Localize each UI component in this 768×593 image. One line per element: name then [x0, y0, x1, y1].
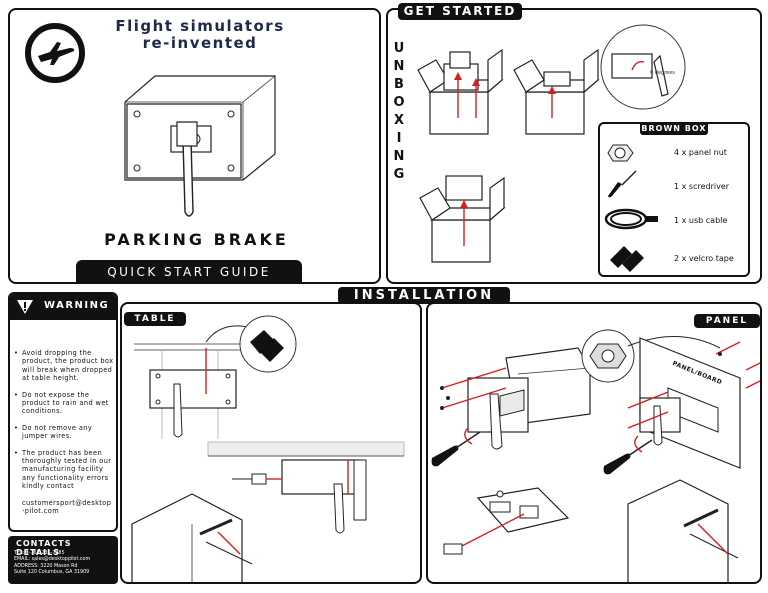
panel-nut-icon	[607, 144, 634, 162]
angle-label: 0 degrees	[650, 70, 675, 76]
hero-panel: Flight simulators re-invented PARKING BR…	[8, 8, 381, 284]
airplane-logo-icon	[25, 23, 85, 83]
unboxing-vertical-label: U N B O X I N G	[393, 41, 405, 182]
usb-cable-icon	[604, 208, 658, 230]
installation-panel-tab[interactable]: PANEL	[694, 314, 760, 328]
brown-box-item-2: 1 x scredriver	[674, 182, 730, 191]
installation-header: INSTALLATION	[338, 287, 510, 304]
quick-start-guide-button[interactable]: QUICK START GUIDE	[76, 260, 302, 282]
table-mount-illustration	[131, 315, 405, 582]
unboxing-step-2-illustration	[513, 48, 600, 135]
panel-mount-illustration	[431, 329, 760, 582]
unboxing-step-1-illustration	[417, 48, 504, 135]
installation-table-panel: TABLE	[120, 302, 422, 584]
product-name: PARKING BRAKE	[104, 230, 289, 249]
velcro-tape-icon	[610, 246, 644, 272]
hero-title: Flight simulators re-invented	[90, 18, 310, 52]
contacts-lines: TEL: 1-762-235-7285 EMAIL: sales@desktop…	[14, 551, 91, 576]
warning-item: •Do not remove any jumper wires.	[14, 423, 93, 441]
warning-list: •Avoid dropping the product, the product…	[14, 349, 114, 516]
warning-email[interactable]: customersport@desktop-pilot.com	[22, 498, 112, 516]
brown-box-header: BROWN BOX	[640, 122, 708, 135]
brown-box-item-3: 1 x usb cable	[674, 216, 728, 225]
warning-header: WARNING	[44, 300, 110, 311]
warning-panel: WARNING •Avoid dropping the product, the…	[8, 292, 118, 532]
screwdriver-icon	[608, 170, 637, 198]
contacts-header: CONTACTS DETAILS	[16, 539, 72, 557]
brown-box-item-1: 4 x panel nut	[674, 148, 727, 157]
get-started-header: GET STARTED	[398, 3, 522, 20]
installation-table-tab[interactable]: TABLE	[124, 312, 186, 326]
brown-box-contents: BROWN BOX 4 x panel nut 1 x scredriver 1…	[598, 122, 750, 277]
angle-zoom-illustration	[600, 24, 686, 110]
warning-item: •The product has been thoroughly tested …	[14, 448, 112, 491]
installation-panel-panel: PANEL/BOARD PANEL	[426, 302, 762, 584]
brown-box-item-4: 2 x velcro tape	[674, 254, 734, 263]
unboxing-step-3-illustration	[419, 175, 506, 263]
warning-item: •Do not expose the product to rain and w…	[14, 390, 109, 416]
warning-icon	[17, 300, 33, 314]
contacts-panel: CONTACTS DETAILS TEL: 1-762-235-7285 EMA…	[8, 536, 118, 584]
warning-item: •Avoid dropping the product, the product…	[14, 349, 114, 383]
hero-title-line2: re-invented	[142, 34, 258, 52]
hero-title-line1: Flight simulators	[115, 17, 285, 35]
get-started-panel: U N B O X I N G 0 degrees	[386, 8, 762, 284]
parking-brake-illustration	[124, 75, 276, 217]
